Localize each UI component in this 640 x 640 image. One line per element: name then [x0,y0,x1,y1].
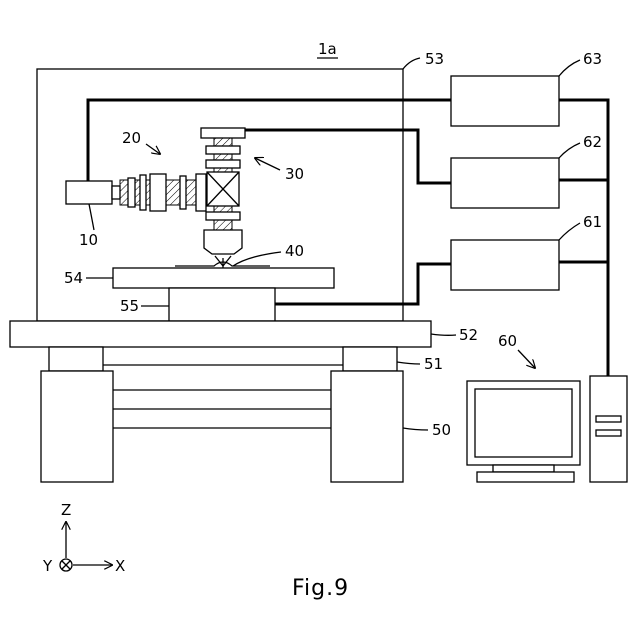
controller-63 [451,76,559,126]
label-30: 30 [285,165,304,183]
controller-61 [451,240,559,290]
stage-54 [113,268,334,288]
axis-indicator [60,522,112,571]
label-60: 60 [498,332,517,350]
frame-50 [41,371,403,482]
label-61: 61 [583,213,602,231]
label-54: 54 [64,269,83,287]
label-50: 50 [432,421,451,439]
label-10: 10 [79,231,98,249]
arrow-60 [518,350,535,368]
stage-base-55 [169,288,275,321]
label-1a: 1a [318,40,337,58]
label-63: 63 [583,50,602,68]
figure-caption: Fig.9 [292,576,349,601]
label-62: 62 [583,133,602,151]
label-51: 51 [424,355,443,373]
legs-51 [49,347,397,371]
computer-60 [467,376,627,482]
light-source-10 [66,181,120,204]
label-20: 20 [122,129,141,147]
axis-z-label: Z [61,501,71,519]
label-52: 52 [459,326,478,344]
label-53: 53 [425,50,444,68]
label-40: 40 [285,242,304,260]
table-52 [10,321,431,347]
label-55: 55 [120,297,139,315]
axis-y-label: Y [42,557,53,575]
axis-x-label: X [115,557,125,575]
controller-62 [451,158,559,208]
